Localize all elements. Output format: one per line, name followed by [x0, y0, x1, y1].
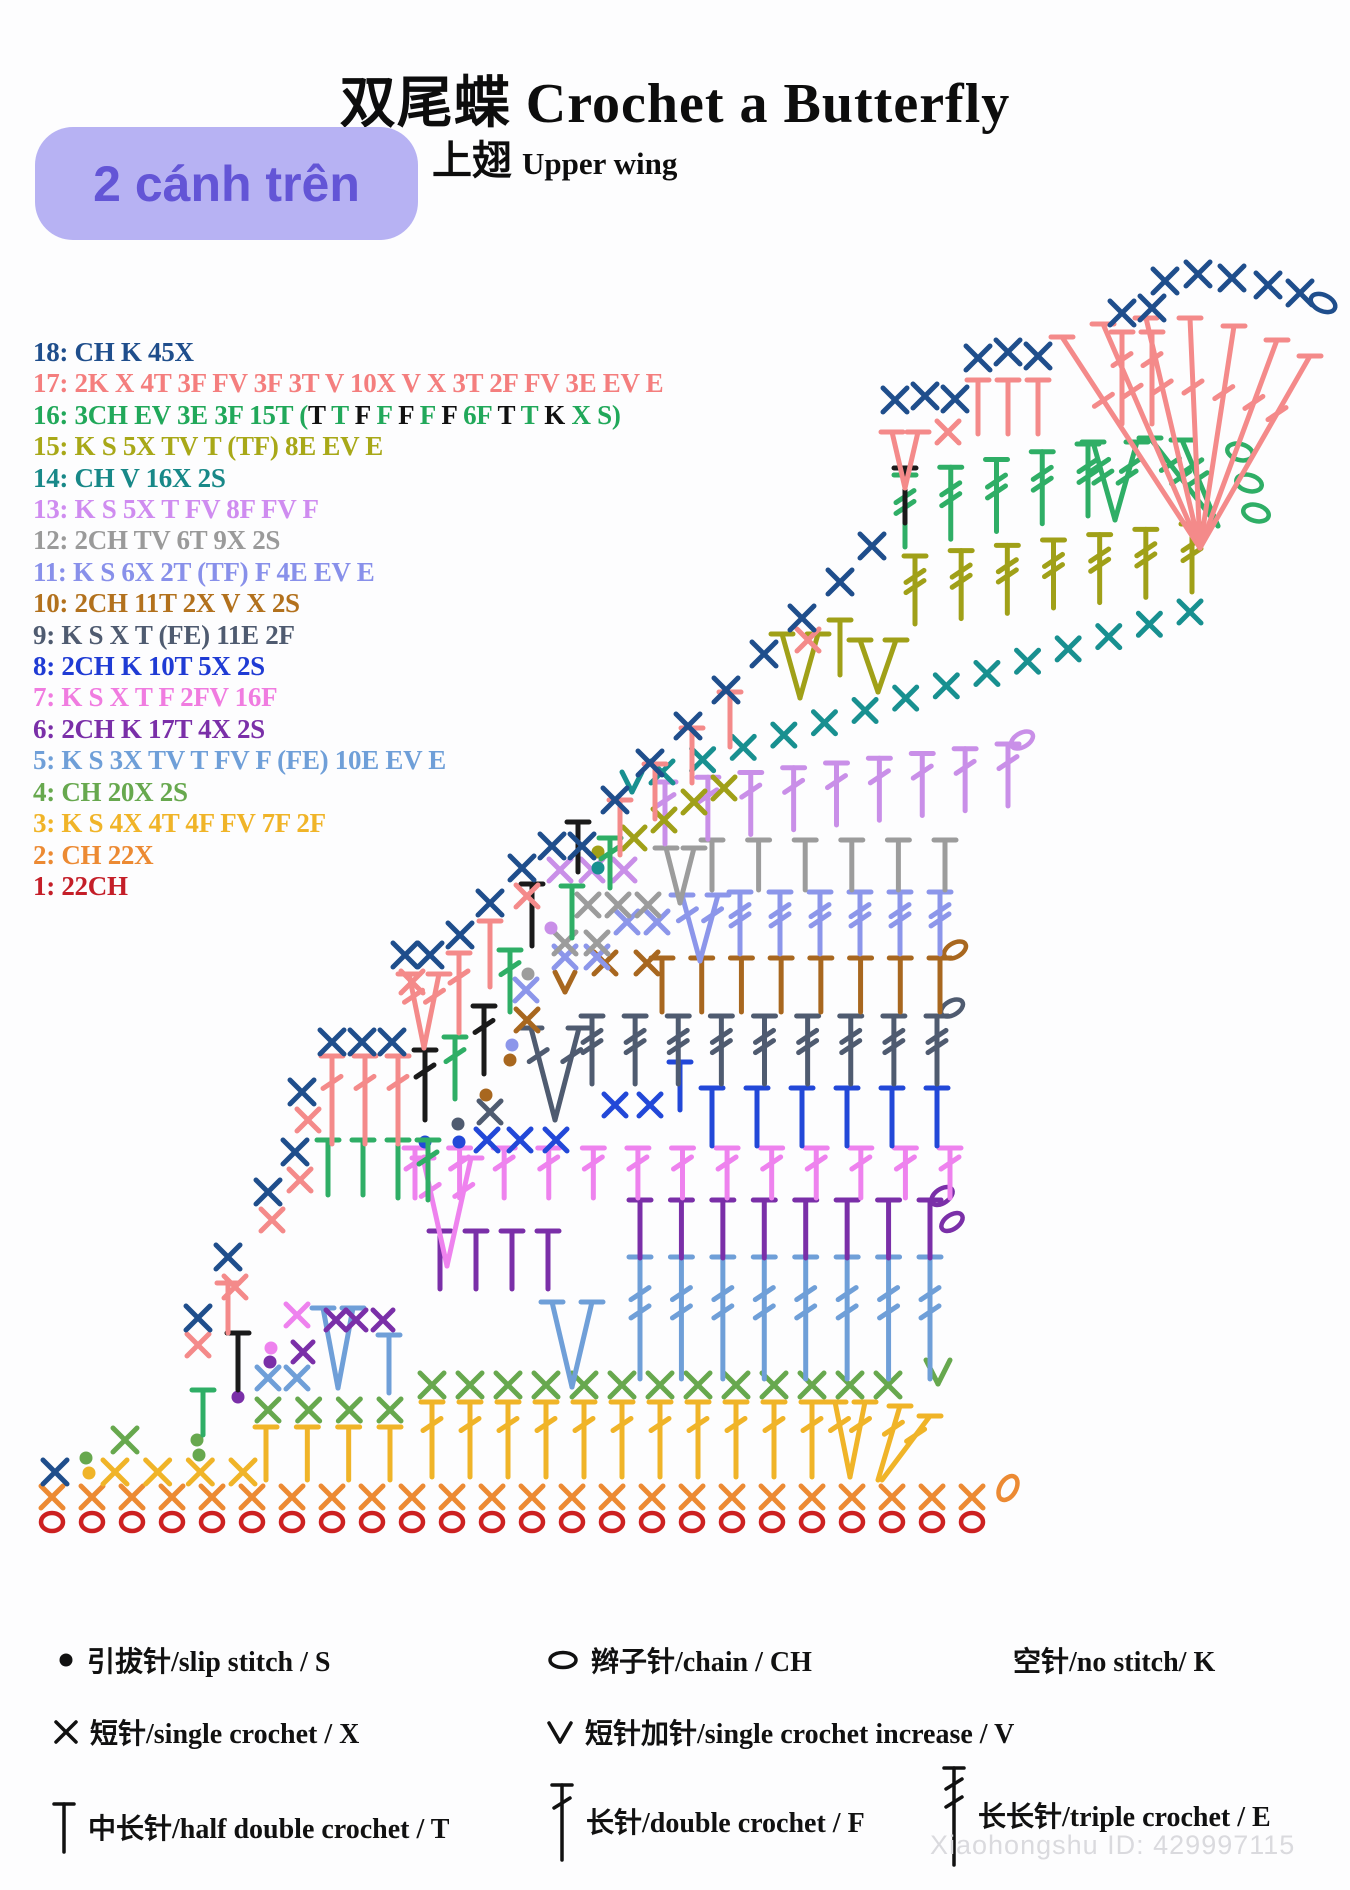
- page-subtitle: 上翅 Upper wing: [432, 128, 677, 186]
- instruction-segment: T: [497, 399, 521, 430]
- instruction-segment: T: [520, 399, 545, 430]
- instruction-row-18: 18: CH K 45X: [33, 337, 663, 368]
- instruction-segment: X: [571, 399, 598, 430]
- instruction-segment: 6F: [463, 399, 498, 430]
- instruction-segment: 4: CH 20X 2S: [33, 776, 188, 807]
- instruction-segment: 16: 3CH EV 3E 3F 15T (: [33, 399, 308, 430]
- language-badge: 2 cánh trên: [35, 127, 418, 240]
- instruction-segment: K: [544, 399, 572, 430]
- instruction-segment: 9: K S X T (FE) 11E 2F: [33, 619, 295, 650]
- instruction-row-12: 12: 2CH TV 6T 9X 2S: [33, 525, 663, 556]
- instruction-segment: 13: K S 5X T FV 8F FV F: [33, 494, 319, 525]
- instruction-segment: 11: K S 6X 2T (TF) F 4E EV E: [33, 556, 375, 587]
- page-title: 双尾蝶 Crochet a Butterfly: [339, 73, 1011, 135]
- instruction-row-1: 1: 22CH: [33, 871, 663, 902]
- instruction-row-7: 7: K S X T F 2FV 16F: [33, 682, 663, 713]
- subtitle-chinese: 上翅: [432, 138, 512, 183]
- instruction-segment: T: [307, 399, 332, 430]
- instruction-segment: S): [597, 399, 621, 430]
- instruction-segment: 12: 2CH TV 6T 9X 2S: [33, 525, 281, 556]
- instruction-segment: F: [376, 399, 399, 430]
- instruction-segment: 5: K S 3X TV T FV F (FE) 10E EV E: [33, 745, 446, 776]
- instruction-row-15: 15: K S 5X TV T (TF) 8E EV E: [33, 431, 663, 462]
- instruction-segment: T: [331, 399, 355, 430]
- instruction-row-4: 4: CH 20X 2S: [33, 777, 663, 808]
- instruction-row-5: 5: K S 3X TV T FV F (FE) 10E EV E: [33, 745, 663, 776]
- instruction-segment: F: [419, 399, 442, 430]
- instruction-segment: 18: CH K 45X: [33, 337, 194, 367]
- instruction-segment: 10: 2CH 11T 2X V X 2S: [33, 588, 300, 619]
- instruction-segment: 8: 2CH K 10T 5X 2S: [33, 651, 265, 682]
- instruction-segment: 3: K S 4X 4T 4F FV 7F 2F: [33, 808, 326, 839]
- instruction-row-13: 13: K S 5X T FV 8F FV F: [33, 494, 663, 525]
- instruction-row-6: 6: 2CH K 17T 4X 2S: [33, 714, 663, 745]
- instruction-segment: 17: 2K X 4T 3F FV 3F 3T V 10X V X 3T 2F …: [33, 368, 664, 399]
- instruction-segment: F: [441, 399, 464, 430]
- instruction-row-16: 16: 3CH EV 3E 3F 15T (T T F F F F F 6F T…: [33, 400, 663, 431]
- instruction-segment: 15: K S 5X TV T (TF) 8E EV E: [33, 431, 383, 462]
- instruction-segment: F: [398, 399, 420, 430]
- watermark-text: Xiaohongshu ID: 429997115: [930, 1830, 1296, 1860]
- instruction-row-14: 14: CH V 16X 2S: [33, 463, 663, 494]
- instruction-segment: 7: K S X T F 2FV 16F: [33, 682, 278, 713]
- instruction-row-17: 17: 2K X 4T 3F FV 3F 3T V 10X V X 3T 2F …: [33, 368, 664, 399]
- instruction-segment: 6: 2CH K 17T 4X 2S: [33, 713, 265, 744]
- instruction-segment: 14: CH V 16X 2S: [33, 462, 226, 493]
- instruction-row-3: 3: K S 4X 4T 4F FV 7F 2F: [33, 808, 663, 839]
- instruction-row-8: 8: 2CH K 10T 5X 2S: [33, 651, 663, 682]
- instruction-row-2: 2: CH 22X: [33, 840, 663, 871]
- instruction-row-11: 11: K S 6X 2T (TF) F 4E EV E: [33, 557, 663, 588]
- instruction-segment: 2: CH 22X: [33, 839, 154, 870]
- instruction-segment: F: [354, 399, 377, 430]
- instruction-segment: 1: 22CH: [33, 870, 128, 901]
- instruction-row-9: 9: K S X T (FE) 11E 2F: [33, 620, 663, 651]
- instruction-row-10: 10: 2CH 11T 2X V X 2S: [33, 588, 663, 619]
- subtitle-english: Upper wing: [522, 146, 678, 181]
